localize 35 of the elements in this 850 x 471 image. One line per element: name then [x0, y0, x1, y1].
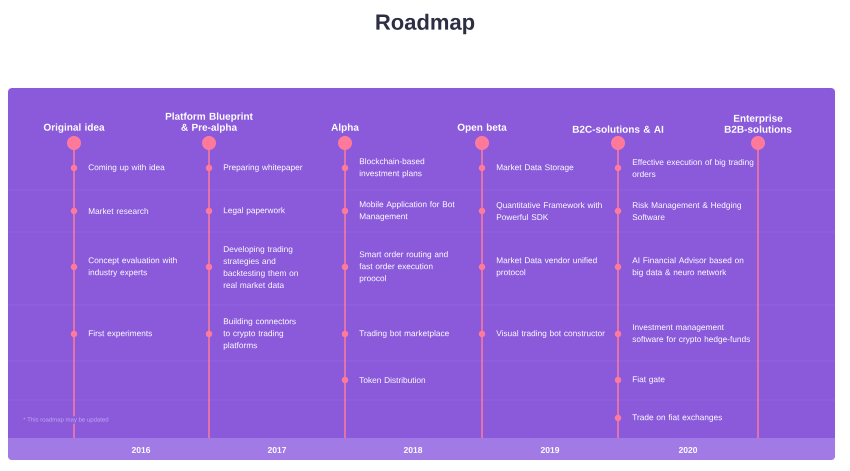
phase-heading: Alpha — [331, 123, 359, 133]
milestone-text: Fiat gate — [632, 376, 665, 384]
milestone-text: Market research — [88, 208, 148, 214]
year-label: 2016 — [132, 447, 150, 453]
milestone-text: Trading bot marketplace — [359, 330, 449, 338]
phase-heading: Open beta — [458, 123, 507, 133]
milestone-text: Building connectors to crypto trading platforms — [223, 318, 296, 350]
milestone-text: Trade on fiat exchanges — [632, 414, 722, 422]
phase-heading: Original idea — [44, 123, 105, 133]
milestone-text: Concept evaluation with industry experts — [88, 257, 177, 277]
phase-heading: B2C-solutions & AI — [572, 125, 664, 133]
year-label: 2019 — [540, 447, 560, 453]
milestone-text: Effective execution of big trading orders — [632, 158, 754, 178]
milestone-text: Visual trading bot constructor — [496, 330, 605, 338]
phase-heading: Enterprise B2B-solutions — [724, 114, 792, 133]
year-label: 2020 — [678, 447, 698, 453]
milestone-text: Blockchain-based investment plans — [360, 158, 424, 178]
year-label: 2017 — [268, 447, 286, 453]
milestone-text: First experiments — [88, 330, 152, 338]
milestone-text: Preparing whitepaper — [224, 164, 302, 172]
milestone-text: Developing trading strategies and backtesting them on real market data — [223, 246, 298, 288]
year-label: 2018 — [404, 447, 422, 453]
phase-heading: Platform Blueprint & Pre-alpha — [166, 112, 253, 133]
milestone-text: Market Data Storage — [496, 164, 574, 172]
milestone-text: Smart order routing and fast order execution proocol — [359, 251, 448, 283]
milestone-text: Token Distribution — [359, 376, 426, 384]
milestone-text: Mobile Application for Bot Management — [360, 201, 455, 221]
milestone-text: Coming up with idea — [88, 164, 165, 172]
title: Roadmap — [376, 14, 474, 34]
milestone-text: Legal paperwork — [224, 207, 286, 215]
milestone-text: Quantitative Framework with Powerful SDK — [496, 202, 602, 220]
milestone-text: Market Data vendor unified protocol — [496, 257, 597, 277]
milestone-text: AI Financial Advisor based on big data & neuro network — [632, 257, 744, 277]
milestone-text: Risk Management & Hedging Software — [632, 202, 741, 220]
milestone-text: Investment management software for crypto hedge-funds — [632, 324, 750, 344]
